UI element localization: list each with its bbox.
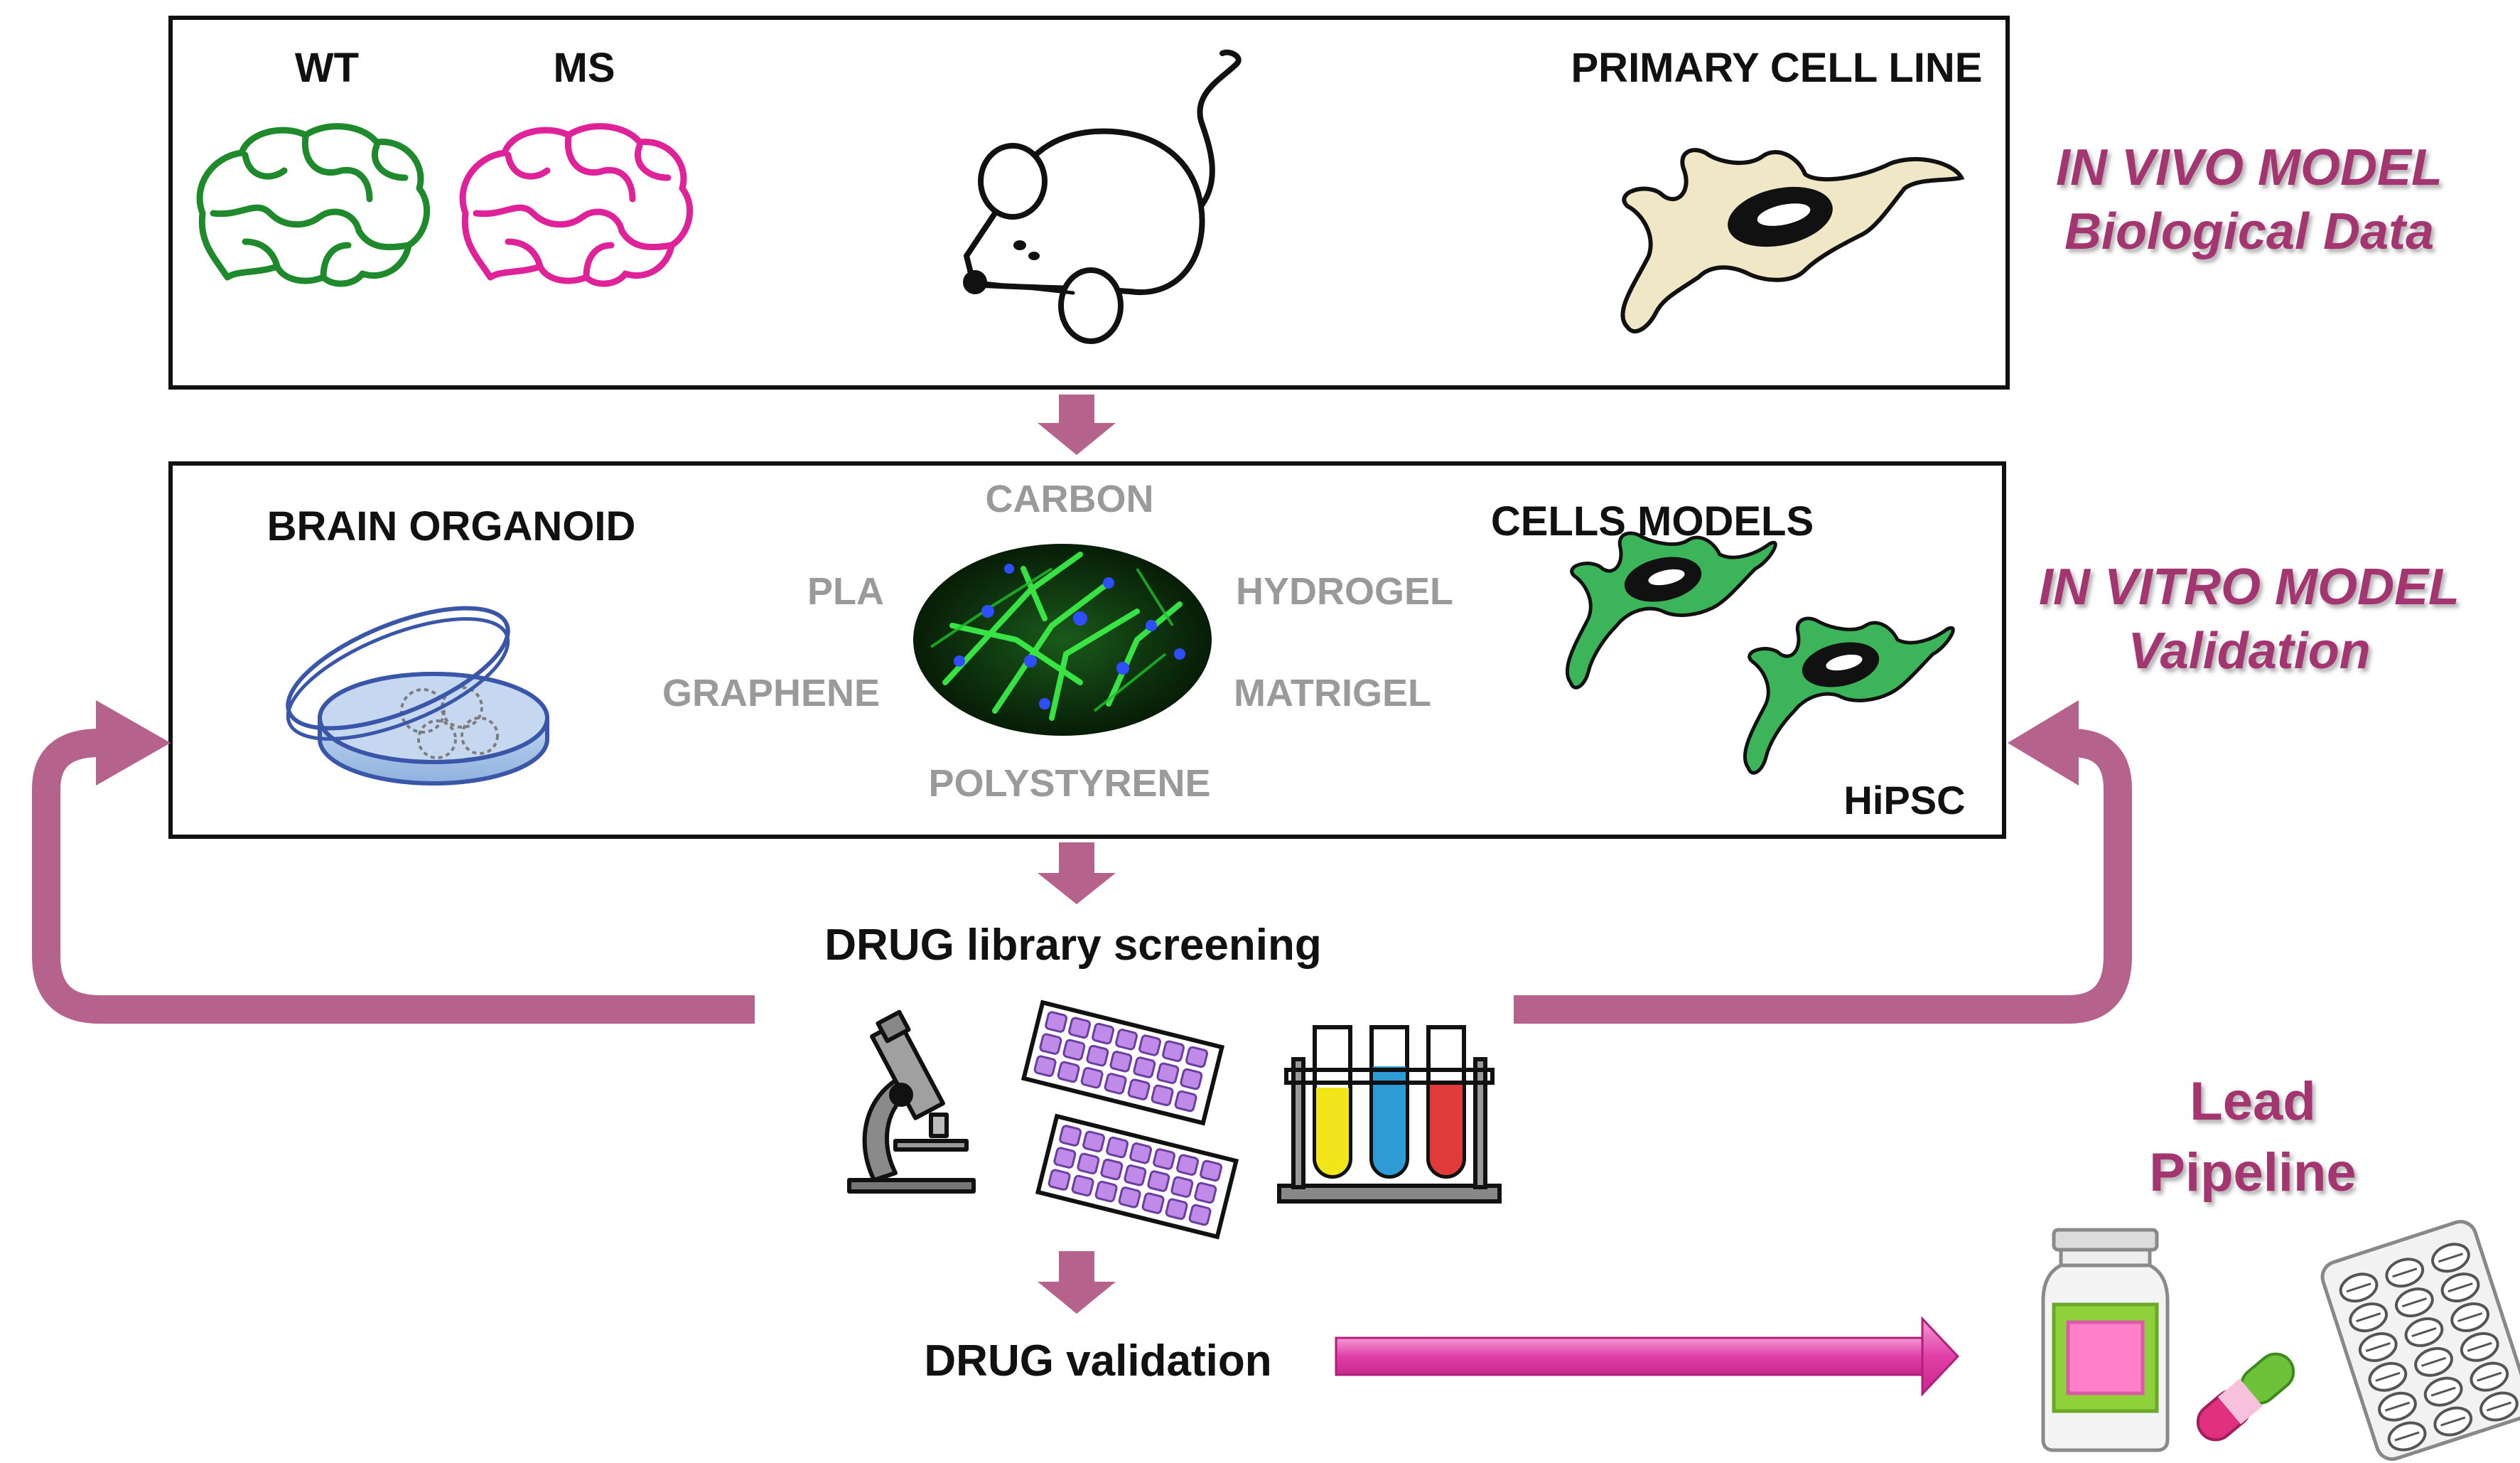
feedback-loop-right (1514, 700, 2132, 1024)
material-pla: PLA (807, 570, 884, 613)
in-vitro-subtitle: Validation (2128, 623, 2370, 680)
pipeline-arrow (1335, 1316, 1960, 1397)
petri-dish-icon (286, 606, 549, 786)
hipsc-label: HiPSC (1843, 778, 1965, 822)
medicine-bottle-icon (2041, 1228, 2170, 1452)
drug-library-screening-label: DRUG library screening (824, 921, 1321, 970)
material-hydrogel: HYDROGEL (1236, 570, 1453, 613)
pipeline-label: Pipeline (2149, 1142, 2356, 1203)
mouse-icon (963, 49, 1242, 344)
wt-label: WT (295, 45, 359, 91)
blister-pack-icon (2320, 1220, 2520, 1461)
material-graphene: GRAPHENE (662, 672, 880, 714)
wt-brain-icon (196, 123, 431, 287)
in-vivo-title: IN VIVO MODEL (2056, 139, 2443, 196)
primary-cell-icon (1620, 148, 1965, 333)
well-plates-icon (1021, 1000, 1239, 1240)
cell-model-icon-2 (1743, 616, 1955, 775)
cell-model-icon-1 (1565, 531, 1777, 690)
ms-brain-icon (459, 123, 694, 287)
feedback-loop-left (32, 700, 755, 1024)
down-arrow-3 (1038, 1251, 1116, 1314)
material-polystyrene: POLYSTYRENE (928, 762, 1210, 805)
ms-label: MS (554, 45, 615, 91)
material-matrigel: MATRIGEL (1234, 672, 1431, 714)
test-tubes-icon (1277, 1025, 1502, 1204)
lead-label: Lead (2190, 1071, 2315, 1132)
in-vitro-title: IN VITRO MODEL (2039, 559, 2460, 616)
drug-validation-label: DRUG validation (924, 1336, 1271, 1386)
down-arrow-1 (1038, 395, 1116, 455)
cells-models-label: CELLS MODELS (1491, 498, 1814, 545)
brain-organoid-label: BRAIN ORGANOID (267, 503, 636, 550)
capsule-icon (2196, 1352, 2295, 1442)
primary-cell-line-label: PRIMARY CELL LINE (1571, 45, 1983, 91)
in-vivo-subtitle: Biological Data (2064, 203, 2434, 260)
microscope-icon (847, 1009, 976, 1194)
fluorescence-image (913, 544, 1212, 736)
material-carbon: CARBON (986, 478, 1154, 520)
down-arrow-2 (1038, 842, 1116, 904)
